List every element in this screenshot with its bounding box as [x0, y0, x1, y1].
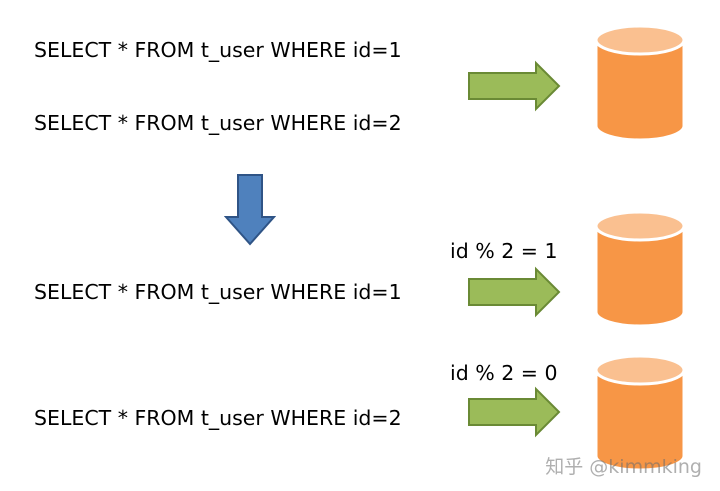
right-arrow-icon — [468, 266, 561, 318]
query-top-id-2: SELECT * FROM t_user WHERE id=2 — [34, 111, 402, 135]
condition-odd: id % 2 = 1 — [450, 239, 558, 263]
watermark: 知乎 @kimmking — [545, 456, 702, 478]
query-bottom-id-1: SELECT * FROM t_user WHERE id=1 — [34, 280, 402, 304]
database-icon — [594, 210, 686, 328]
down-arrow-icon — [224, 174, 276, 246]
right-arrow-icon — [468, 60, 561, 112]
query-top-id-1: SELECT * FROM t_user WHERE id=1 — [34, 38, 402, 62]
database-icon — [594, 354, 686, 472]
database-icon — [594, 24, 686, 142]
query-bottom-id-2: SELECT * FROM t_user WHERE id=2 — [34, 406, 402, 430]
condition-even: id % 2 = 0 — [450, 361, 558, 385]
right-arrow-icon — [468, 386, 561, 438]
